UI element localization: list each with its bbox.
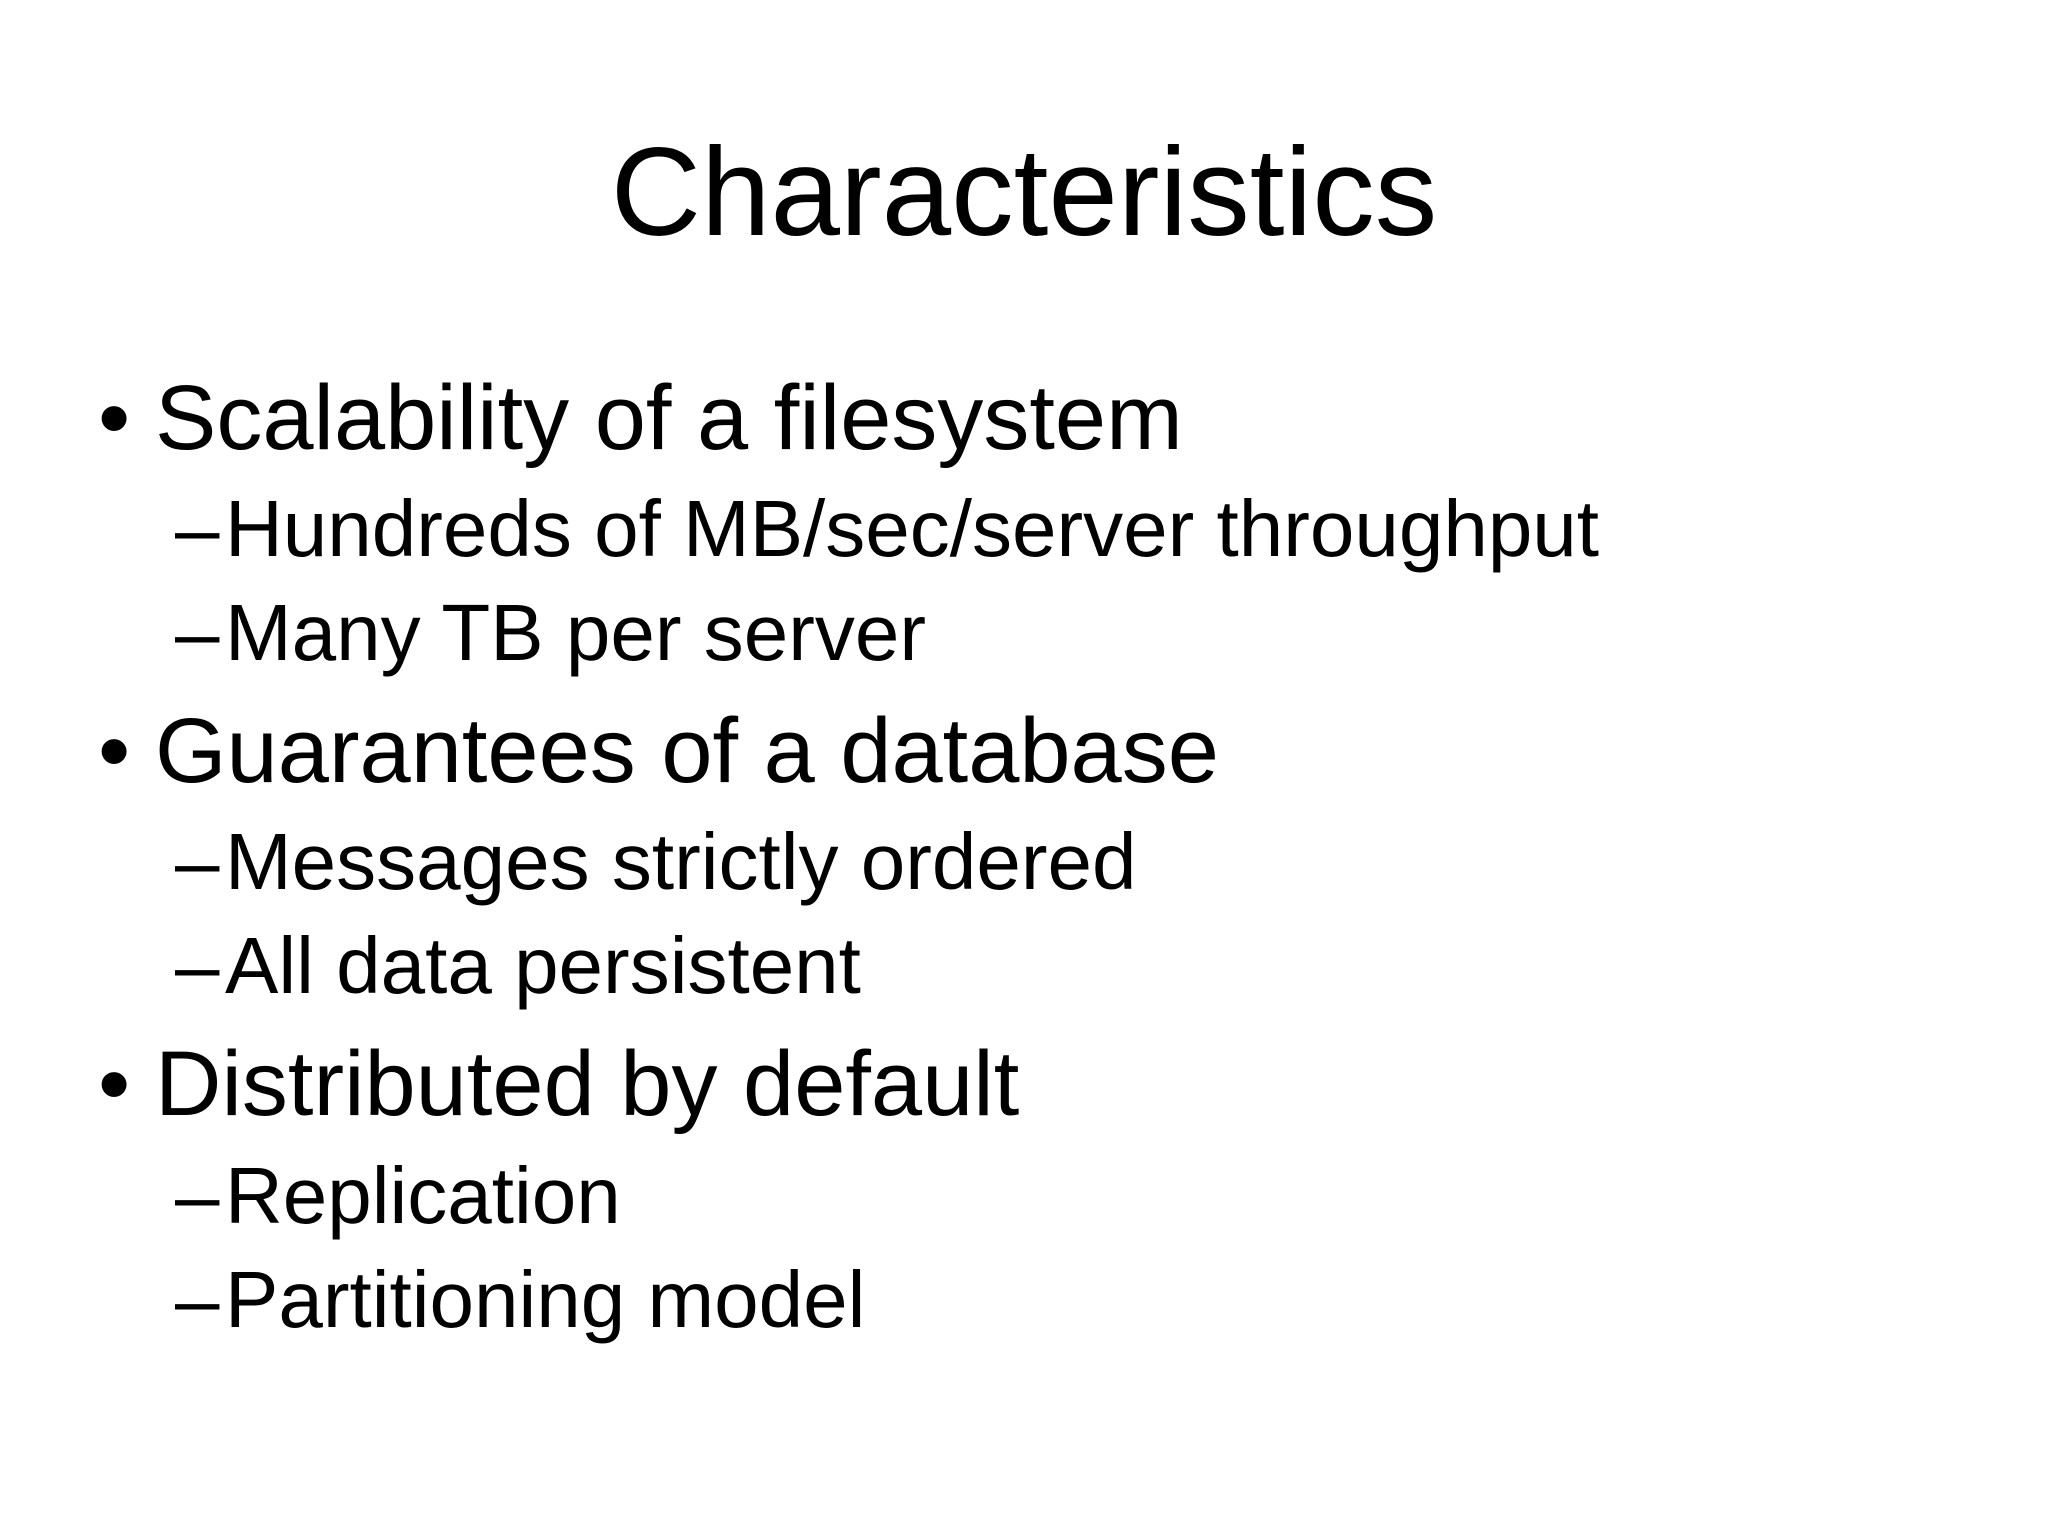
bullet-list: • Scalability of a filesystem – Hundreds… — [98, 367, 1988, 1344]
bullet-text: Scalability of a filesystem — [155, 367, 1183, 469]
sub-bullet-text: Replication — [225, 1150, 621, 1240]
dash-bullet-icon: – — [175, 484, 220, 574]
bullet-item-level2: – All data persistent — [175, 922, 1988, 1010]
bullet-item-level2: – Many TB per server — [175, 589, 1988, 677]
bullet-item-level2: – Replication — [175, 1150, 1988, 1240]
bullet-item-level1: • Scalability of a filesystem — [98, 367, 1988, 469]
bullet-text: Guarantees of a database — [155, 700, 1219, 803]
dash-bullet-icon: – — [175, 921, 220, 1011]
bullet-dot-icon: • — [98, 700, 131, 803]
bullet-dot-icon: • — [98, 367, 131, 469]
dash-bullet-icon: – — [175, 588, 220, 678]
bullet-item-level1: • Guarantees of a database — [98, 700, 1988, 803]
sub-bullet-text: Partitioning model — [225, 1254, 866, 1344]
dash-bullet-icon: – — [175, 1254, 220, 1344]
bullet-item-level2: – Partitioning model — [175, 1254, 1988, 1344]
dash-bullet-icon: – — [175, 817, 220, 907]
bullet-item-level2: – Messages strictly ordered — [175, 818, 1988, 906]
bullet-dot-icon: • — [98, 1033, 131, 1136]
sub-bullet-text: Messages strictly ordered — [225, 817, 1137, 907]
bullet-item-level2: – Hundreds of MB/sec/server throughput — [175, 485, 1988, 573]
bullet-text: Distributed by default — [155, 1033, 1020, 1136]
sub-bullet-text: Many TB per server — [225, 588, 926, 678]
sub-bullet-text: Hundreds of MB/sec/server throughput — [225, 484, 1600, 574]
slide-title: Characteristics — [610, 123, 1438, 262]
dash-bullet-icon: – — [175, 1150, 220, 1240]
sub-bullet-text: All data persistent — [225, 921, 861, 1011]
bullet-item-level1: • Distributed by default — [98, 1034, 1988, 1135]
